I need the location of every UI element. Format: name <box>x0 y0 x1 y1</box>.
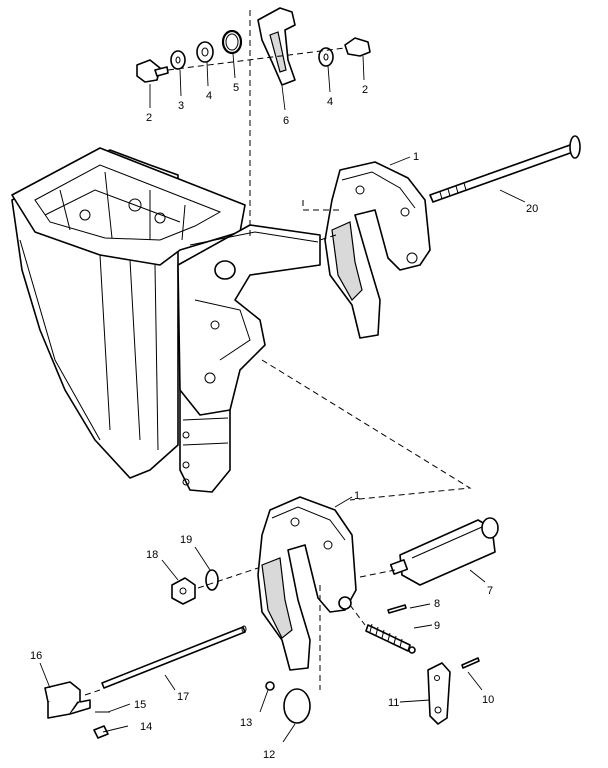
callout-16: 16 <box>30 650 42 662</box>
leader-lines <box>39 53 526 743</box>
nut-washer-18-19 <box>171 567 259 605</box>
callout-6: 6 <box>283 115 289 127</box>
spring-pin-8-9 <box>365 604 416 654</box>
callout-8: 8 <box>434 598 440 610</box>
callout-1-bottom: 1 <box>354 490 360 502</box>
washer-4-right <box>318 47 334 67</box>
callout-12: 12 <box>263 749 275 761</box>
callout-2-left: 2 <box>146 112 152 124</box>
clip-parts-14-16 <box>44 681 110 739</box>
screw-2-left <box>136 59 161 83</box>
callout-17: 17 <box>177 691 189 703</box>
callout-18: 18 <box>146 549 158 561</box>
callout-labels: 2 3 4 5 6 4 2 1 20 1 7 8 9 10 11 12 13 1… <box>30 82 538 761</box>
callout-3: 3 <box>178 100 184 112</box>
callout-10: 10 <box>482 694 494 706</box>
callout-4-right: 4 <box>327 96 333 108</box>
lockring-5 <box>221 29 243 55</box>
callout-13: 13 <box>240 717 252 729</box>
tilt-tube-20 <box>429 135 581 203</box>
callout-9: 9 <box>434 620 440 632</box>
swivel-bracket-lower <box>257 496 357 671</box>
callout-2-right: 2 <box>362 84 368 96</box>
callout-15: 15 <box>134 699 146 711</box>
cylinder-7 <box>389 517 499 586</box>
callout-11: 11 <box>388 697 399 709</box>
disc-screw-12-13 <box>265 681 311 724</box>
callout-1-top: 1 <box>413 151 419 163</box>
washer-4-left <box>196 41 214 63</box>
exhaust-housing <box>11 147 321 493</box>
washer-3 <box>170 50 186 70</box>
callout-5: 5 <box>233 82 239 94</box>
assembly-lines <box>84 10 472 696</box>
lever-10-11 <box>427 657 480 725</box>
screw-2-right <box>344 37 371 57</box>
swivel-bracket-upper <box>324 161 431 339</box>
upper-hardware <box>136 7 371 86</box>
callout-7: 7 <box>487 585 493 597</box>
callout-14: 14 <box>140 721 152 733</box>
callout-4-left: 4 <box>206 90 212 102</box>
callout-20: 20 <box>526 203 538 215</box>
callout-19: 19 <box>180 534 192 546</box>
tilt-pin-17 <box>101 625 247 689</box>
